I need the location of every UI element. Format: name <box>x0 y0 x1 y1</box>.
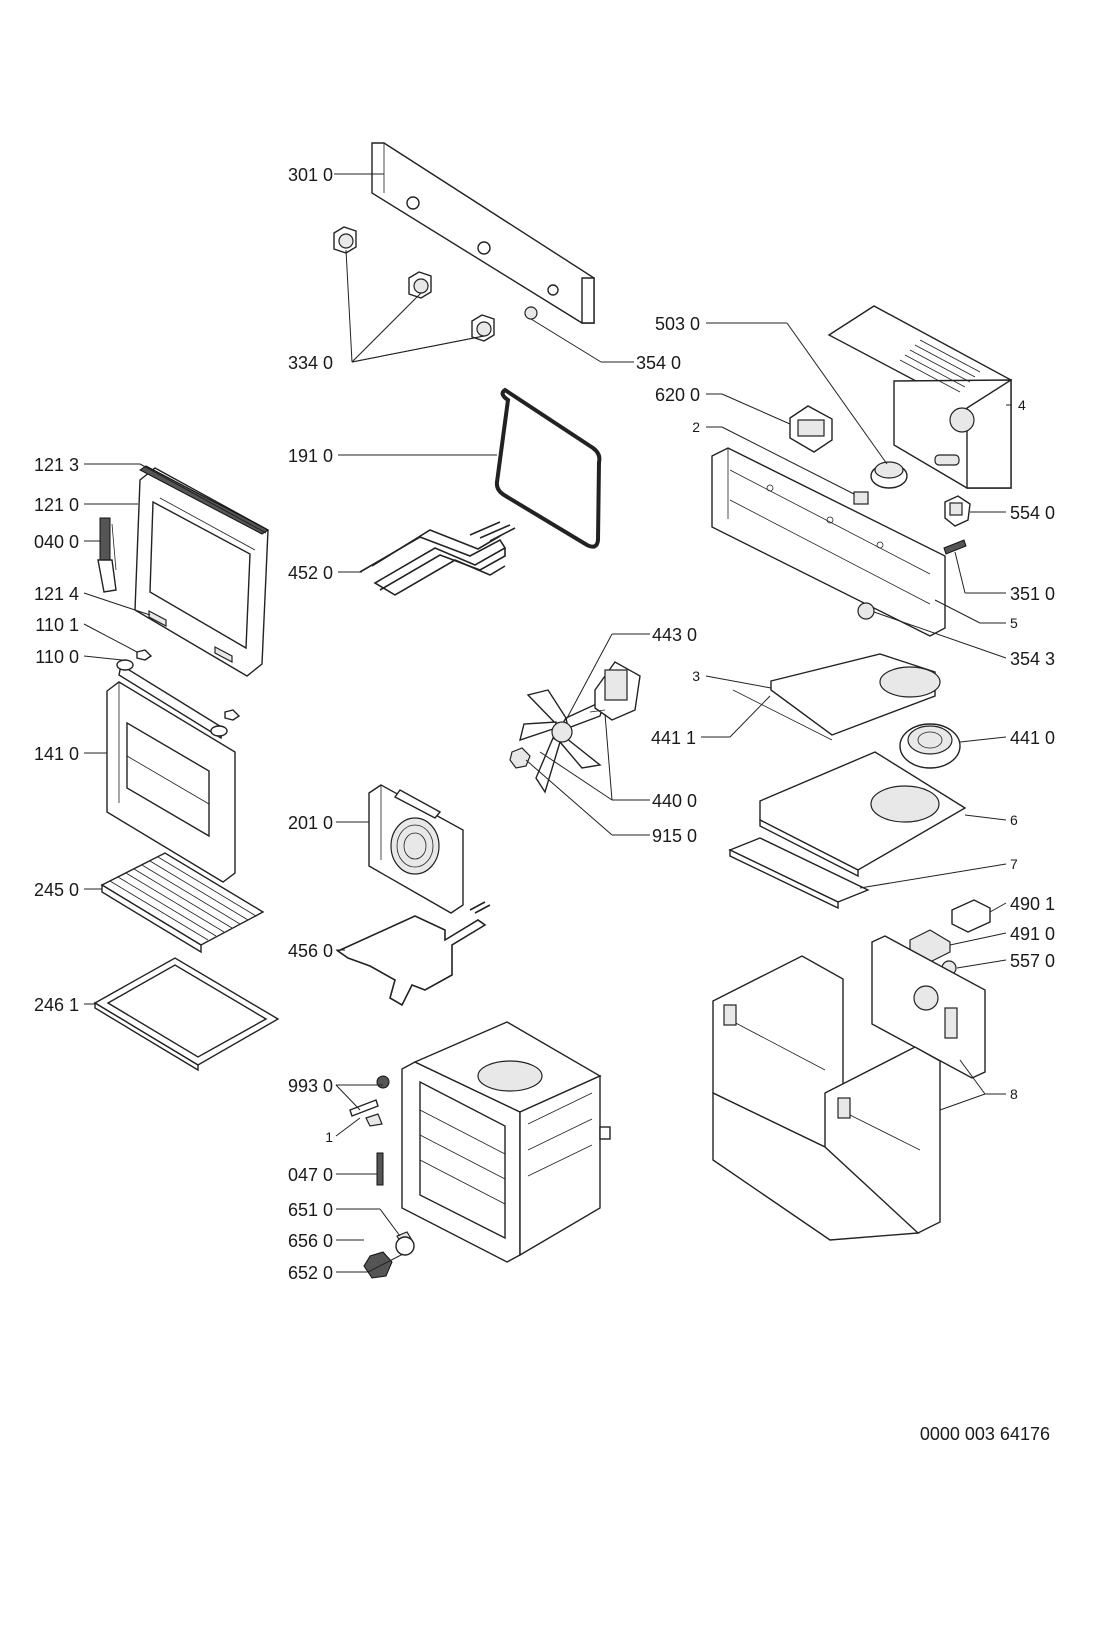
control-panel <box>371 142 595 324</box>
small-spacer-2 <box>853 491 869 505</box>
label-557-0: 557 0 <box>1010 951 1055 971</box>
part-labels: 301 0 334 0 354 0 191 0 452 0 121 3 121 … <box>34 165 1055 1283</box>
baking-tray <box>93 957 280 1072</box>
bottom-plate-6 <box>759 751 967 878</box>
document-number: 0000 003 64176 <box>920 1424 1050 1444</box>
label-1: 1 <box>325 1129 333 1145</box>
label-915-0: 915 0 <box>652 826 697 846</box>
cavity-small-parts <box>349 1075 390 1186</box>
label-443-0: 443 0 <box>652 625 697 645</box>
oven-lamp-parts <box>363 1231 415 1279</box>
label-452-0: 452 0 <box>288 563 333 583</box>
leader-lines <box>83 173 1011 1273</box>
label-2: 2 <box>692 419 700 435</box>
convection-fan <box>519 689 607 794</box>
label-441-0: 441 0 <box>1010 728 1055 748</box>
top-heating-element <box>359 521 516 596</box>
label-040-0: 040 0 <box>34 532 79 552</box>
label-6: 6 <box>1010 812 1018 828</box>
label-620-0: 620 0 <box>655 385 700 405</box>
label-441-1: 441 1 <box>651 728 696 748</box>
label-334-0: 334 0 <box>288 353 333 373</box>
door-hinge <box>97 517 117 593</box>
label-8: 8 <box>1010 1086 1018 1102</box>
indicator-lamp <box>524 306 538 320</box>
control-knobs <box>333 226 495 342</box>
terminal-block-parts <box>909 899 991 976</box>
label-5: 5 <box>1010 615 1018 631</box>
label-191-0: 191 0 <box>288 446 333 466</box>
lamp-holder-354-3 <box>857 602 875 620</box>
label-7: 7 <box>1010 856 1018 872</box>
rear-fan-cover <box>368 784 464 914</box>
label-490-1: 490 1 <box>1010 894 1055 914</box>
thermostat-554 <box>944 495 971 527</box>
label-554-0: 554 0 <box>1010 503 1055 523</box>
sensor-351 <box>943 539 967 555</box>
door-handle <box>116 649 241 740</box>
label-651-0: 651 0 <box>288 1200 333 1220</box>
cooling-fan-motor <box>899 723 961 769</box>
label-121-3: 121 3 <box>34 455 79 475</box>
outer-casing <box>712 955 941 1241</box>
electronic-control <box>789 405 833 453</box>
label-351-0: 351 0 <box>1010 584 1055 604</box>
label-246-1: 246 1 <box>34 995 79 1015</box>
label-652-0: 652 0 <box>288 1263 333 1283</box>
label-354-0: 354 0 <box>636 353 681 373</box>
outer-door-glass <box>106 681 236 883</box>
label-110-0: 110 0 <box>35 647 79 667</box>
top-insulation-plate <box>732 653 941 741</box>
label-656-0: 656 0 <box>288 1231 333 1251</box>
oven-cavity <box>401 1021 611 1263</box>
fan-nut <box>509 747 531 769</box>
label-491-0: 491 0 <box>1010 924 1055 944</box>
label-201-0: 201 0 <box>288 813 333 833</box>
label-4: 4 <box>1018 397 1026 413</box>
bottom-heating-element <box>336 901 491 1007</box>
side-terminal-panel <box>871 935 986 1079</box>
label-301-0: 301 0 <box>288 165 333 185</box>
label-121-0: 121 0 <box>34 495 79 515</box>
rear-frame-bracket <box>711 447 946 637</box>
label-110-1: 110 1 <box>35 615 79 635</box>
fan-motor-housing-503 <box>870 461 908 489</box>
label-993-0: 993 0 <box>288 1076 333 1096</box>
label-245-0: 245 0 <box>34 880 79 900</box>
door-seal <box>494 387 602 549</box>
label-3: 3 <box>692 668 700 684</box>
front-strip-7 <box>728 837 870 910</box>
wire-shelf <box>100 852 265 954</box>
label-121-4: 121 4 <box>34 584 79 604</box>
label-047-0: 047 0 <box>288 1165 333 1185</box>
label-141-0: 141 0 <box>34 744 79 764</box>
label-456-0: 456 0 <box>288 941 333 961</box>
label-440-0: 440 0 <box>652 791 697 811</box>
label-354-3: 354 3 <box>1010 649 1055 669</box>
top-cover-panel <box>827 305 1013 489</box>
fan-motor <box>589 661 641 721</box>
label-503-0: 503 0 <box>655 314 700 334</box>
